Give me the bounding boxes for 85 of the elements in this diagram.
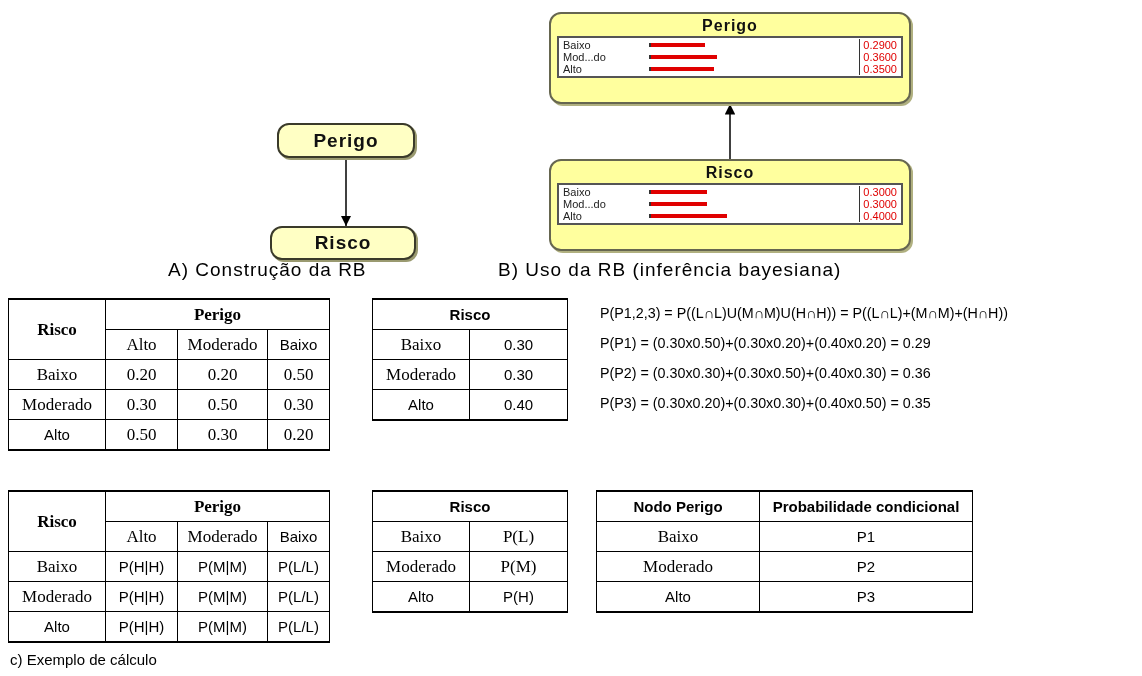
state-label: Mod...do: [563, 51, 607, 63]
table-cell: 0.30: [469, 359, 568, 390]
table-cell: Risco: [8, 299, 106, 360]
table-cell: Baixo: [8, 551, 106, 582]
table-cell: Moderado: [177, 521, 268, 552]
state-label: Mod...do: [563, 198, 607, 210]
table-cell: Alto: [8, 419, 106, 450]
table-cell: P(M|M): [177, 551, 268, 582]
state-label: Alto: [563, 63, 583, 75]
table-cell: Moderado: [8, 581, 106, 612]
node-title: Perigo: [701, 16, 759, 36]
table-cell: 0.20: [105, 359, 178, 390]
table-cell: P(L): [469, 521, 568, 552]
caption-text: A) Construção da RB: [168, 259, 367, 281]
table-cell: P(L/L): [267, 551, 330, 582]
table-cell: Alto: [372, 389, 470, 420]
table-cell: P(M|M): [177, 581, 268, 612]
table-cell: P(M|M): [177, 611, 268, 642]
table-cell: Risco: [8, 491, 106, 552]
probability-value: 0.3600: [859, 51, 897, 63]
table-cell: P(H|H): [105, 611, 178, 642]
arrow: [340, 157, 352, 227]
caption-text: P(P2) = (0.30x0.30)+(0.30x0.50)+(0.40x0.30) = 0.36: [600, 365, 931, 381]
table-cell: Probabilidade condicional: [759, 491, 973, 522]
state-label: Alto: [563, 210, 583, 222]
table-cell: Alto: [105, 329, 178, 360]
table-cell: Moderado: [596, 551, 760, 582]
node-box: [277, 123, 415, 158]
caption-text: c) Exemplo de cálculo: [10, 651, 157, 668]
table-cell: Alto: [8, 611, 106, 642]
table-cell: P(M): [469, 551, 568, 582]
table-cell: Perigo: [105, 491, 330, 522]
table-cell: Alto: [596, 581, 760, 612]
arrow: [724, 103, 736, 160]
caption-text: P(P1,2,3) = P((L∩L)U(M∩M)U(H∩H)) = P((L∩L)+(M∩M)+(H∩H)): [600, 305, 1008, 321]
probability-value: 0.3500: [859, 63, 897, 75]
table-cell: P(H|H): [105, 581, 178, 612]
node-box: [549, 12, 911, 104]
table-cell: Baixo: [596, 521, 760, 552]
table-cell: 0.50: [177, 389, 268, 420]
table-cell: 0.30: [267, 389, 330, 420]
node-title: Perigo: [313, 129, 379, 152]
probability-value: 0.3000: [859, 198, 897, 210]
probability-value: 0.2900: [859, 39, 897, 51]
table-cell: Risco: [372, 299, 568, 330]
table-cell: Moderado: [372, 359, 470, 390]
table-cell: P(H|H): [105, 551, 178, 582]
table-cell: P3: [759, 581, 973, 612]
table-cell: Alto: [372, 581, 470, 612]
table-cell: P2: [759, 551, 973, 582]
node-box: [549, 159, 911, 251]
table-cell: Baixo: [372, 521, 470, 552]
table-cell: Baixo: [267, 521, 330, 552]
table-cell: Baixo: [372, 329, 470, 360]
table-cell: P(L/L): [267, 611, 330, 642]
table-cell: Alto: [105, 521, 178, 552]
table-cell: 0.30: [105, 389, 178, 420]
table-cell: Nodo Perigo: [596, 491, 760, 522]
caption-text: B) Uso da RB (inferência bayesiana): [498, 259, 842, 281]
probability-value: 0.3000: [859, 186, 897, 198]
table-cell: 0.30: [177, 419, 268, 450]
table-cell: Moderado: [8, 389, 106, 420]
table-cell: 0.50: [267, 359, 330, 390]
table-cell: 0.20: [177, 359, 268, 390]
table-cell: P(L/L): [267, 581, 330, 612]
table-cell: 0.30: [469, 329, 568, 360]
state-label: Baixo: [563, 39, 592, 51]
table-cell: Risco: [372, 491, 568, 522]
table-cell: P1: [759, 521, 973, 552]
caption-text: P(P3) = (0.30x0.20)+(0.30x0.30)+(0.40x0.50) = 0.35: [600, 395, 931, 411]
table-cell: Baixo: [267, 329, 330, 360]
table-cell: P(H): [469, 581, 568, 612]
table-cell: 0.50: [105, 419, 178, 450]
table-cell: Perigo: [105, 299, 330, 330]
table-cell: Moderado: [372, 551, 470, 582]
node-box: [270, 226, 416, 260]
node-title: Risco: [704, 163, 756, 183]
table-cell: 0.20: [267, 419, 330, 450]
caption-text: P(P1) = (0.30x0.50)+(0.30x0.20)+(0.40x0.20) = 0.29: [600, 335, 931, 351]
state-label: Baixo: [563, 186, 592, 198]
node-title: Risco: [314, 232, 372, 254]
probability-value: 0.4000: [859, 210, 897, 222]
table-cell: Moderado: [177, 329, 268, 360]
table-cell: Baixo: [8, 359, 106, 390]
table-cell: 0.40: [469, 389, 568, 420]
